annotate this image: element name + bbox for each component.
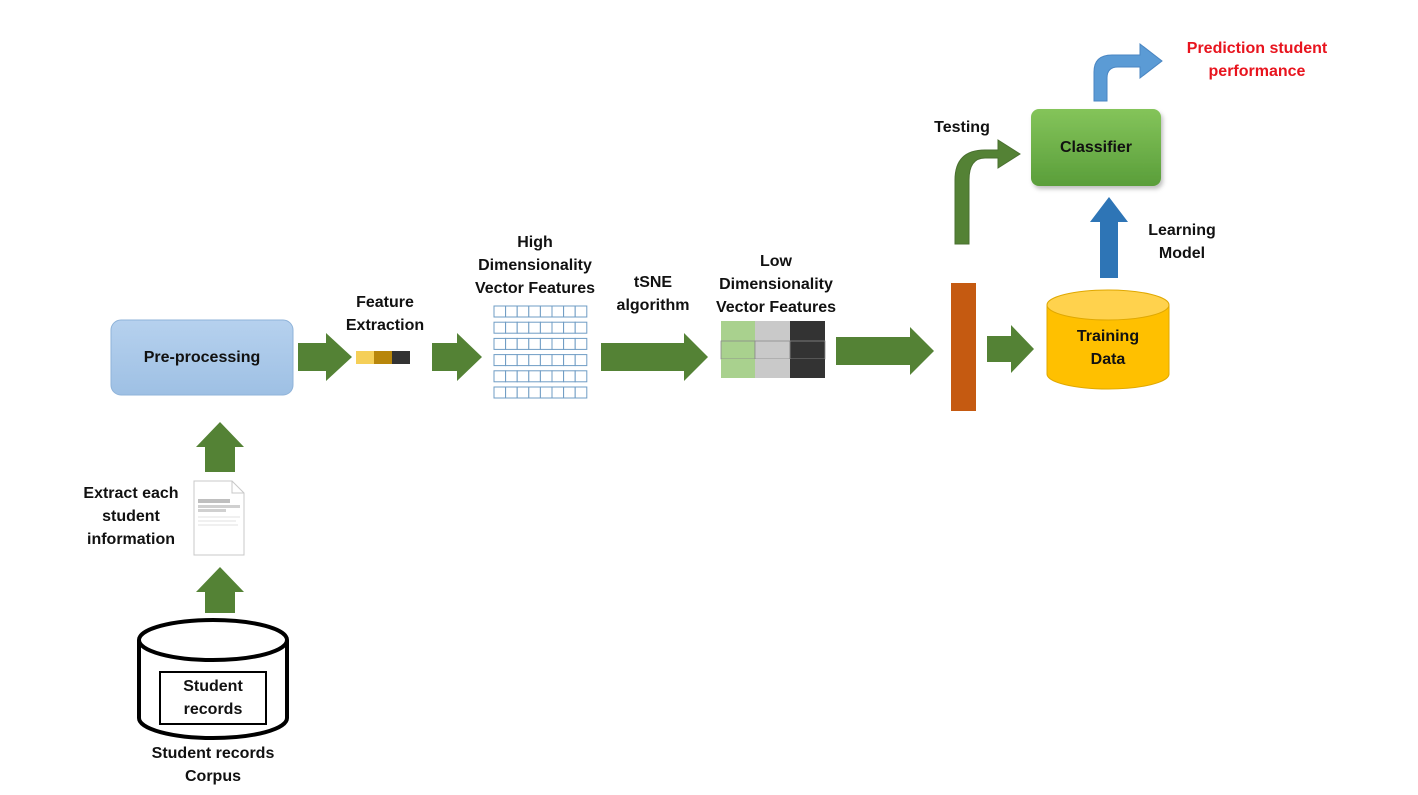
grid-cell — [493, 321, 507, 334]
classifier-label: Classifier — [1059, 138, 1133, 156]
arrow-document-to-preprocessing — [196, 422, 244, 472]
grid-cell — [493, 386, 507, 399]
grid-cell — [493, 305, 507, 318]
grid-cell — [563, 386, 576, 399]
grid-cell — [516, 386, 530, 399]
grid-cell — [539, 370, 553, 383]
grid-cell — [551, 337, 565, 350]
grid-cell — [539, 321, 553, 334]
grid-cell — [574, 321, 588, 334]
learning-model-arrow — [1090, 197, 1128, 278]
grid-cell — [574, 354, 588, 367]
grid-cell — [574, 386, 588, 399]
low-dimensional-vector-blocks — [720, 321, 826, 378]
grid-cell — [539, 305, 553, 318]
tsne-label: tSNE algorithm — [616, 274, 690, 314]
grid-cell — [528, 337, 541, 350]
classifier-box — [1031, 109, 1161, 186]
grid-cell — [563, 321, 576, 334]
arrow-feature-to-highdim — [432, 333, 482, 381]
arrow-lowdim-to-split — [836, 327, 934, 375]
arrow-tsne — [601, 333, 708, 381]
high-dimensionality-label: High Dimensionality Vector Features — [474, 234, 596, 297]
grid-cell — [493, 370, 507, 383]
grid-cell — [528, 370, 541, 383]
grid-cell — [563, 370, 576, 383]
prediction-curved-arrow — [1093, 42, 1163, 102]
feature-extraction-label: Feature Extraction — [345, 294, 425, 334]
grid-cell — [551, 321, 565, 334]
arrow-corpus-to-document — [196, 567, 244, 613]
feature-vector-icon — [356, 351, 410, 364]
grid-cell — [551, 386, 565, 399]
prediction-label: Prediction student performance — [1186, 40, 1328, 80]
train-test-split-bar — [951, 283, 976, 411]
grid-cell — [516, 337, 530, 350]
grid-cell — [505, 337, 518, 350]
grid-cell — [528, 305, 541, 318]
grid-cell — [551, 305, 565, 318]
extract-info-label: Extract each student information — [83, 485, 179, 548]
grid-cell — [551, 370, 565, 383]
testing-label: Testing — [934, 119, 990, 136]
high-dimensional-vector-grid — [493, 305, 588, 399]
preprocessing-label: Pre-processing — [143, 348, 261, 366]
grid-cell — [574, 337, 588, 350]
grid-cell — [505, 354, 518, 367]
document-icon — [193, 480, 245, 556]
grid-cell — [505, 386, 518, 399]
grid-cell — [505, 305, 518, 318]
testing-curved-arrow — [954, 139, 1021, 245]
grid-cell — [539, 386, 553, 399]
arrow-split-to-training — [987, 325, 1034, 373]
grid-cell — [563, 337, 576, 350]
student-records-label: Student records — [183, 678, 243, 718]
low-dimensionality-label: Low Dimensionality Vector Features — [715, 253, 837, 316]
grid-cell — [516, 354, 530, 367]
grid-cell — [539, 354, 553, 367]
grid-cell — [528, 386, 541, 399]
arrow-preprocessing-to-feature — [298, 333, 352, 381]
grid-cell — [574, 370, 588, 383]
grid-cell — [528, 321, 541, 334]
grid-cell — [493, 337, 507, 350]
learning-model-label: Learning Model — [1148, 222, 1216, 262]
grid-cell — [563, 305, 576, 318]
grid-cell — [516, 321, 530, 334]
grid-cell — [528, 354, 541, 367]
training-data-label: Training Data — [1076, 328, 1140, 368]
corpus-label: Student records Corpus — [151, 745, 275, 785]
grid-cell — [539, 337, 553, 350]
grid-cell — [563, 354, 576, 367]
grid-cell — [574, 305, 588, 318]
corpus-cylinder — [137, 618, 289, 740]
grid-cell — [551, 354, 565, 367]
training-data-cylinder — [1046, 289, 1170, 390]
grid-cell — [505, 370, 518, 383]
grid-cell — [516, 305, 530, 318]
grid-cell — [505, 321, 518, 334]
grid-cell — [516, 370, 530, 383]
grid-cell — [493, 354, 507, 367]
preprocessing-box — [110, 319, 294, 396]
